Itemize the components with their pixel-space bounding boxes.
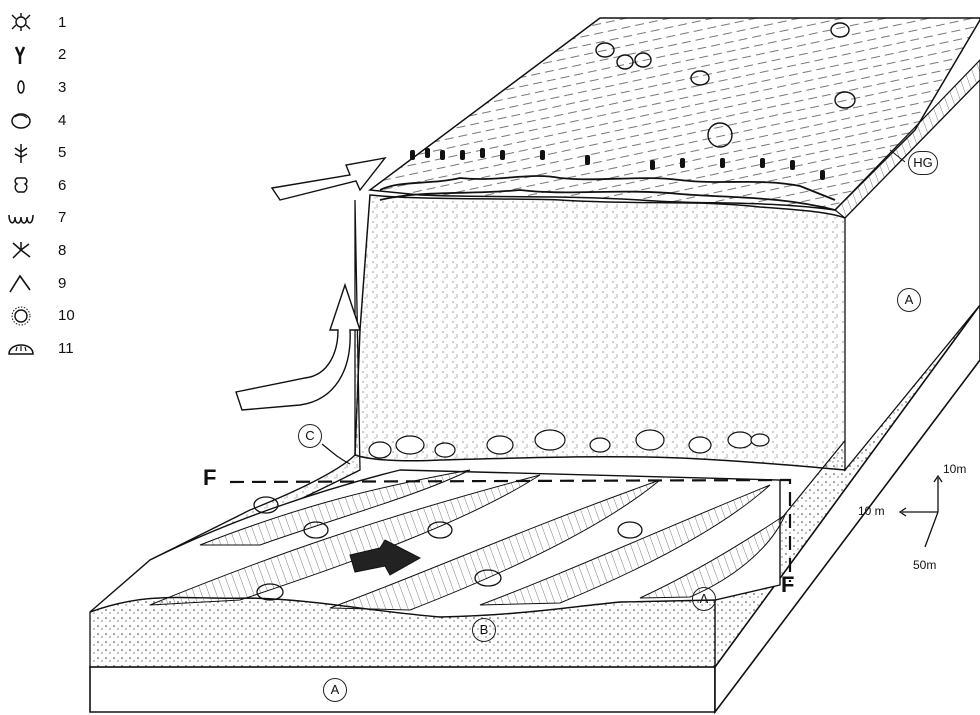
label-hg: HG — [908, 151, 938, 175]
spiny-sphere-icon — [4, 305, 38, 327]
section-label-left: F — [203, 465, 216, 491]
legend-number: 7 — [58, 209, 66, 226]
legend-number: 5 — [58, 144, 66, 161]
legend-number: 1 — [58, 14, 66, 31]
small-oval-icon — [4, 76, 38, 98]
legend-number: 10 — [58, 307, 75, 324]
legend-item: 11 — [4, 332, 114, 365]
label-c: C — [298, 424, 322, 448]
legend-item: 3 — [4, 71, 114, 104]
scale-horizontal: 10 m — [858, 504, 885, 518]
segmented-colony-icon — [4, 174, 38, 196]
legend-number: 6 — [58, 177, 66, 194]
legend: 1 2 3 4 5 6 7 8 9 10 11 — [4, 6, 114, 365]
label-b: B — [472, 618, 496, 642]
spiny-starfish-icon — [4, 11, 38, 33]
label-a-bottom: A — [323, 678, 347, 702]
plant-frond-icon — [4, 142, 38, 164]
legend-item: 2 — [4, 39, 114, 72]
forked-branch-icon — [4, 239, 38, 261]
block-front-face — [90, 667, 715, 712]
scale-vertical: 10m — [943, 462, 966, 476]
legend-number: 11 — [58, 340, 74, 357]
legend-item: 1 — [4, 6, 114, 39]
scale-axes — [900, 476, 942, 547]
legend-number: 2 — [58, 46, 66, 63]
bent-stick-icon — [4, 272, 38, 294]
section-label-right: F — [781, 572, 794, 598]
cliff-face — [355, 195, 855, 470]
legend-number: 8 — [58, 242, 66, 259]
legend-number: 9 — [58, 275, 66, 292]
legend-number: 3 — [58, 79, 66, 96]
legend-item: 10 — [4, 299, 114, 332]
legend-number: 4 — [58, 112, 66, 129]
boulder-icon — [4, 109, 38, 131]
legend-item: 5 — [4, 136, 114, 169]
legend-item: 6 — [4, 169, 114, 202]
legend-item: 8 — [4, 234, 114, 267]
legend-item: 7 — [4, 202, 114, 235]
dome-mound-icon — [4, 337, 38, 359]
c-leader — [322, 444, 350, 464]
legend-item: 9 — [4, 267, 114, 300]
scale-depth: 50m — [913, 558, 936, 572]
branching-coral-icon — [4, 44, 38, 66]
label-a-front: A — [692, 587, 716, 611]
legend-item: 4 — [4, 104, 114, 137]
wavy-burrow-icon — [4, 207, 38, 229]
label-a-right: A — [897, 288, 921, 312]
